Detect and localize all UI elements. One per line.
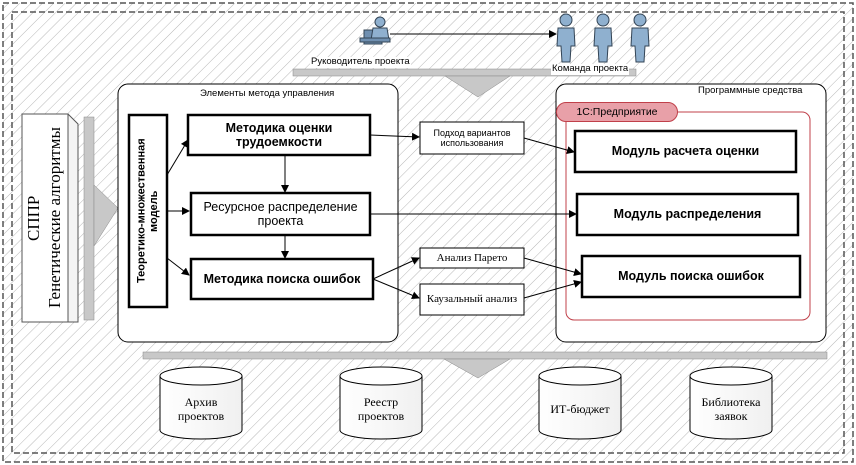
software-red-frame: [565, 111, 811, 321]
method-1-box: [186, 113, 372, 157]
storage-archive-cylinder: [159, 366, 243, 440]
storage-budget-label: ИТ-бюджет: [550, 402, 610, 417]
bottom-gray-bar: [142, 351, 828, 360]
bottom-down-arrow: [443, 358, 511, 379]
causal-label: Каузальный анализ: [426, 293, 518, 306]
pareto-label: Анализ Парето: [436, 251, 508, 264]
use-cases-box: [419, 121, 525, 155]
left-right-arrow: [93, 184, 119, 247]
storage-library-cylinder: [689, 366, 773, 440]
module-3-box: [580, 254, 802, 299]
module-1-label: Модуль расчета оценки: [611, 144, 760, 159]
method-3-box: [189, 257, 375, 301]
methods-title: Элементы метода управления: [200, 88, 335, 99]
causal-box: [419, 283, 525, 316]
storage-library-label: Библиотека заявок: [701, 395, 761, 423]
module-2-label: Модуль распределения: [613, 207, 762, 222]
model-label: Теоретико-множественная модель: [135, 138, 160, 284]
use-cases-label: Подход вариантов использования: [433, 127, 511, 148]
method-3-label: Методика поиска ошибок: [203, 271, 361, 286]
storage-registry-label: Реестр проектов: [357, 395, 405, 423]
model-box: [127, 113, 169, 309]
left-gray-bar: [83, 116, 95, 321]
method-2-box: [189, 191, 372, 237]
storage-budget-cylinder: [538, 366, 622, 440]
software-title: Программные средства: [698, 85, 803, 96]
person-icon: [556, 13, 576, 63]
storage-archive-label: Архив проектов: [177, 395, 225, 423]
method-2-label: Ресурсное распределение проекта: [203, 199, 358, 228]
inner-frame: [11, 11, 845, 454]
person-icon: [630, 13, 650, 63]
badge-1c: 1С:Предприятие: [556, 102, 678, 122]
module-3-label: Модуль поиска ошибок: [618, 269, 764, 284]
person-icon: [593, 13, 613, 63]
manager-label: Руководитель проекта: [310, 56, 411, 68]
module-2-box: [575, 192, 800, 237]
storage-registry-cylinder: [339, 366, 423, 440]
sppr-text-1: СППР: [24, 195, 43, 241]
person-at-desk-icon: [359, 16, 391, 45]
sppr-text-2: Генетические алгоритмы: [45, 127, 64, 309]
module-1-box: [573, 129, 798, 174]
sppr-panel: [21, 113, 69, 323]
top-down-arrow: [444, 75, 511, 98]
method-1-label: Методика оценки трудоемкости: [225, 120, 333, 149]
team-label: Команда проекта: [551, 63, 630, 75]
